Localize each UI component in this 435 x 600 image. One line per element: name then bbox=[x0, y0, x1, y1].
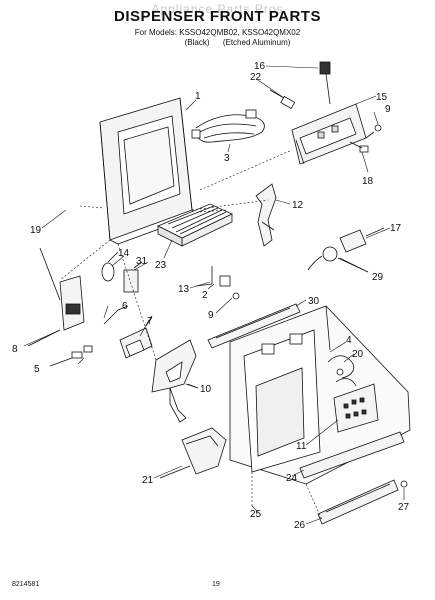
callout-14: 14 bbox=[118, 248, 130, 259]
callout-22: 22 bbox=[250, 72, 262, 83]
callout-9-lower: 9 bbox=[208, 310, 214, 321]
bar-part bbox=[207, 303, 301, 349]
switch-part-18 bbox=[349, 141, 369, 153]
switch-housing-part bbox=[291, 103, 367, 165]
light-socket-part bbox=[101, 251, 119, 282]
callout-29: 29 bbox=[372, 272, 384, 283]
callout-31: 31 bbox=[136, 256, 148, 267]
drip-tray-part bbox=[157, 203, 233, 247]
control-board-part bbox=[27, 247, 85, 347]
page-number: 19 bbox=[212, 581, 220, 588]
models-line: For Models: KSSO42QMB02, KSSO42QMX02 bbox=[134, 28, 301, 37]
callout-15: 15 bbox=[376, 92, 388, 103]
paddle-part bbox=[151, 339, 199, 423]
callout-5: 5 bbox=[34, 364, 40, 375]
callout-17: 17 bbox=[390, 223, 402, 234]
bulb-part bbox=[123, 261, 143, 293]
screw-part bbox=[365, 124, 382, 139]
callout-13: 13 bbox=[178, 284, 190, 295]
connector-part bbox=[269, 89, 296, 110]
diagram-title: DISPENSER FRONT PARTS bbox=[114, 8, 321, 25]
callout-19: 19 bbox=[30, 225, 42, 236]
callout-12: 12 bbox=[292, 200, 304, 211]
funnel-part bbox=[159, 427, 227, 479]
callout-10: 10 bbox=[200, 384, 212, 395]
callout-1: 1 bbox=[195, 91, 201, 102]
pin-part bbox=[103, 305, 129, 325]
front-panel-part bbox=[229, 305, 411, 485]
switch-part bbox=[319, 61, 331, 105]
callout-20: 20 bbox=[352, 349, 364, 360]
callout-27: 27 bbox=[398, 502, 410, 513]
keypad-part bbox=[333, 383, 379, 433]
callout-18: 18 bbox=[362, 176, 374, 187]
callout-11: 11 bbox=[296, 441, 307, 452]
callout-4: 4 bbox=[346, 335, 352, 346]
callout-3: 3 bbox=[224, 153, 230, 164]
model-info: For Models: KSSO42QMB02, KSSO42QMX02 (Bl… bbox=[0, 28, 435, 48]
callout-labels: 1 2 3 4 5 6 7 8 9 9 10 11 12 13 14 15 16… bbox=[12, 61, 410, 531]
colors-line: (Black) (Etched Aluminum) bbox=[184, 38, 291, 47]
callout-30: 30 bbox=[308, 296, 320, 307]
callout-21: 21 bbox=[142, 475, 154, 486]
spring-part bbox=[307, 246, 369, 273]
leader-lines bbox=[23, 65, 405, 525]
trim-strip-part bbox=[299, 431, 405, 479]
lever-arm-part bbox=[255, 183, 277, 247]
doc-number: 8214581 bbox=[12, 581, 40, 588]
callout-2: 2 bbox=[202, 290, 208, 301]
hinge-part bbox=[119, 315, 153, 359]
callout-23: 23 bbox=[155, 260, 167, 271]
callout-16: 16 bbox=[254, 61, 266, 72]
clip-part bbox=[49, 345, 93, 367]
callout-6: 6 bbox=[122, 301, 128, 312]
callout-25: 25 bbox=[250, 509, 262, 520]
wire-harness-part bbox=[191, 109, 265, 143]
actuator-part bbox=[339, 227, 385, 253]
callout-8: 8 bbox=[12, 344, 18, 355]
bottom-rail-part bbox=[317, 479, 408, 525]
assembly-guides bbox=[59, 149, 323, 521]
watermark: Appliance Parts Pros bbox=[151, 2, 284, 16]
harness-part bbox=[327, 355, 357, 387]
callout-9-upper: 9 bbox=[385, 104, 391, 115]
callout-7: 7 bbox=[147, 316, 153, 327]
callout-24: 24 bbox=[286, 473, 298, 484]
callout-26: 26 bbox=[294, 520, 306, 531]
dispenser-housing-part bbox=[99, 97, 201, 245]
